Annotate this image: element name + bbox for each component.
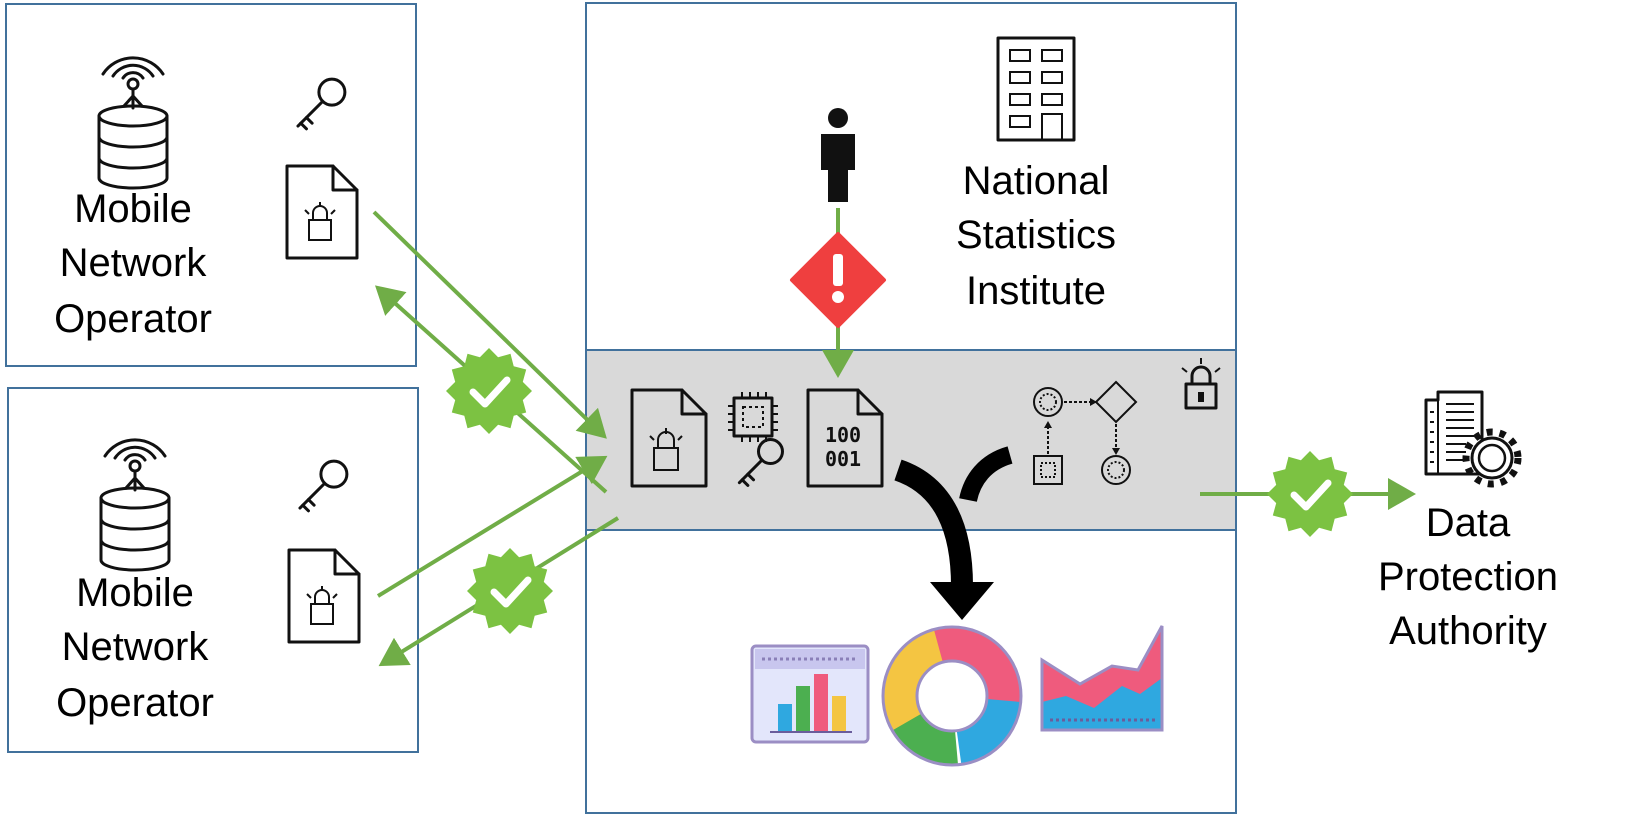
warning-diamond-icon: [790, 232, 886, 328]
encrypted-file-icon: [630, 388, 708, 488]
operator-bottom-label-line-1: Mobile: [76, 571, 194, 615]
binary-file-icon: 100 001: [806, 388, 884, 488]
lock-icon: [1181, 358, 1221, 410]
workflow-icon: [1033, 380, 1138, 485]
operator-top-label-line-3: Operator: [54, 297, 212, 341]
verified-badges: [446, 348, 1353, 634]
merge-arrow-icon: [894, 446, 1013, 620]
operator-box-bottom: Mobile Network Operator: [7, 387, 419, 753]
person-icon: [821, 108, 855, 202]
antenna-database-icon: [97, 56, 169, 190]
svg-text:001: 001: [825, 447, 861, 471]
key-icon: [298, 459, 349, 513]
check-badge-icon: [446, 348, 532, 434]
flow-operator-top-to-enclave: [372, 210, 607, 439]
gear-building-icon: [1424, 390, 1522, 488]
bar-chart-icon: [750, 644, 870, 744]
donut-chart-icon: [881, 625, 1023, 767]
nsi-label-line-2: Statistics: [956, 213, 1116, 257]
nsi-access-path: [790, 208, 886, 378]
secure-enclave-band: 100 001: [585, 349, 1237, 531]
encrypted-file-icon: [287, 548, 361, 644]
operator-top-label-line-1: Mobile: [74, 187, 192, 231]
nsi-label-line-3: Institute: [966, 269, 1106, 313]
operator-bottom-label-line-3: Operator: [56, 681, 214, 725]
dpa-label-line-2: Protection: [1378, 555, 1558, 599]
dpa-label-line-3: Authority: [1389, 609, 1547, 653]
dpa-node: Data Protection Authority: [1378, 390, 1558, 653]
key-icon: [737, 438, 784, 487]
operator-top-label-line-2: Network: [60, 241, 208, 285]
office-building-icon: [996, 36, 1076, 142]
nsi-label-line-1: National: [963, 159, 1110, 203]
check-badge-icon: [1267, 451, 1353, 537]
encrypted-file-icon: [285, 164, 359, 260]
check-badge-icon: [467, 548, 553, 634]
key-icon: [296, 77, 347, 131]
operator-bottom-label-line-2: Network: [62, 625, 210, 669]
flow-operator-bottom-to-enclave: [376, 455, 608, 598]
area-chart-icon: [1040, 625, 1164, 732]
antenna-database-icon: [99, 438, 171, 572]
dpa-label-line-1: Data: [1426, 501, 1511, 545]
operator-box-top: Mobile Network Operator: [5, 3, 417, 367]
svg-text:100: 100: [825, 423, 861, 447]
